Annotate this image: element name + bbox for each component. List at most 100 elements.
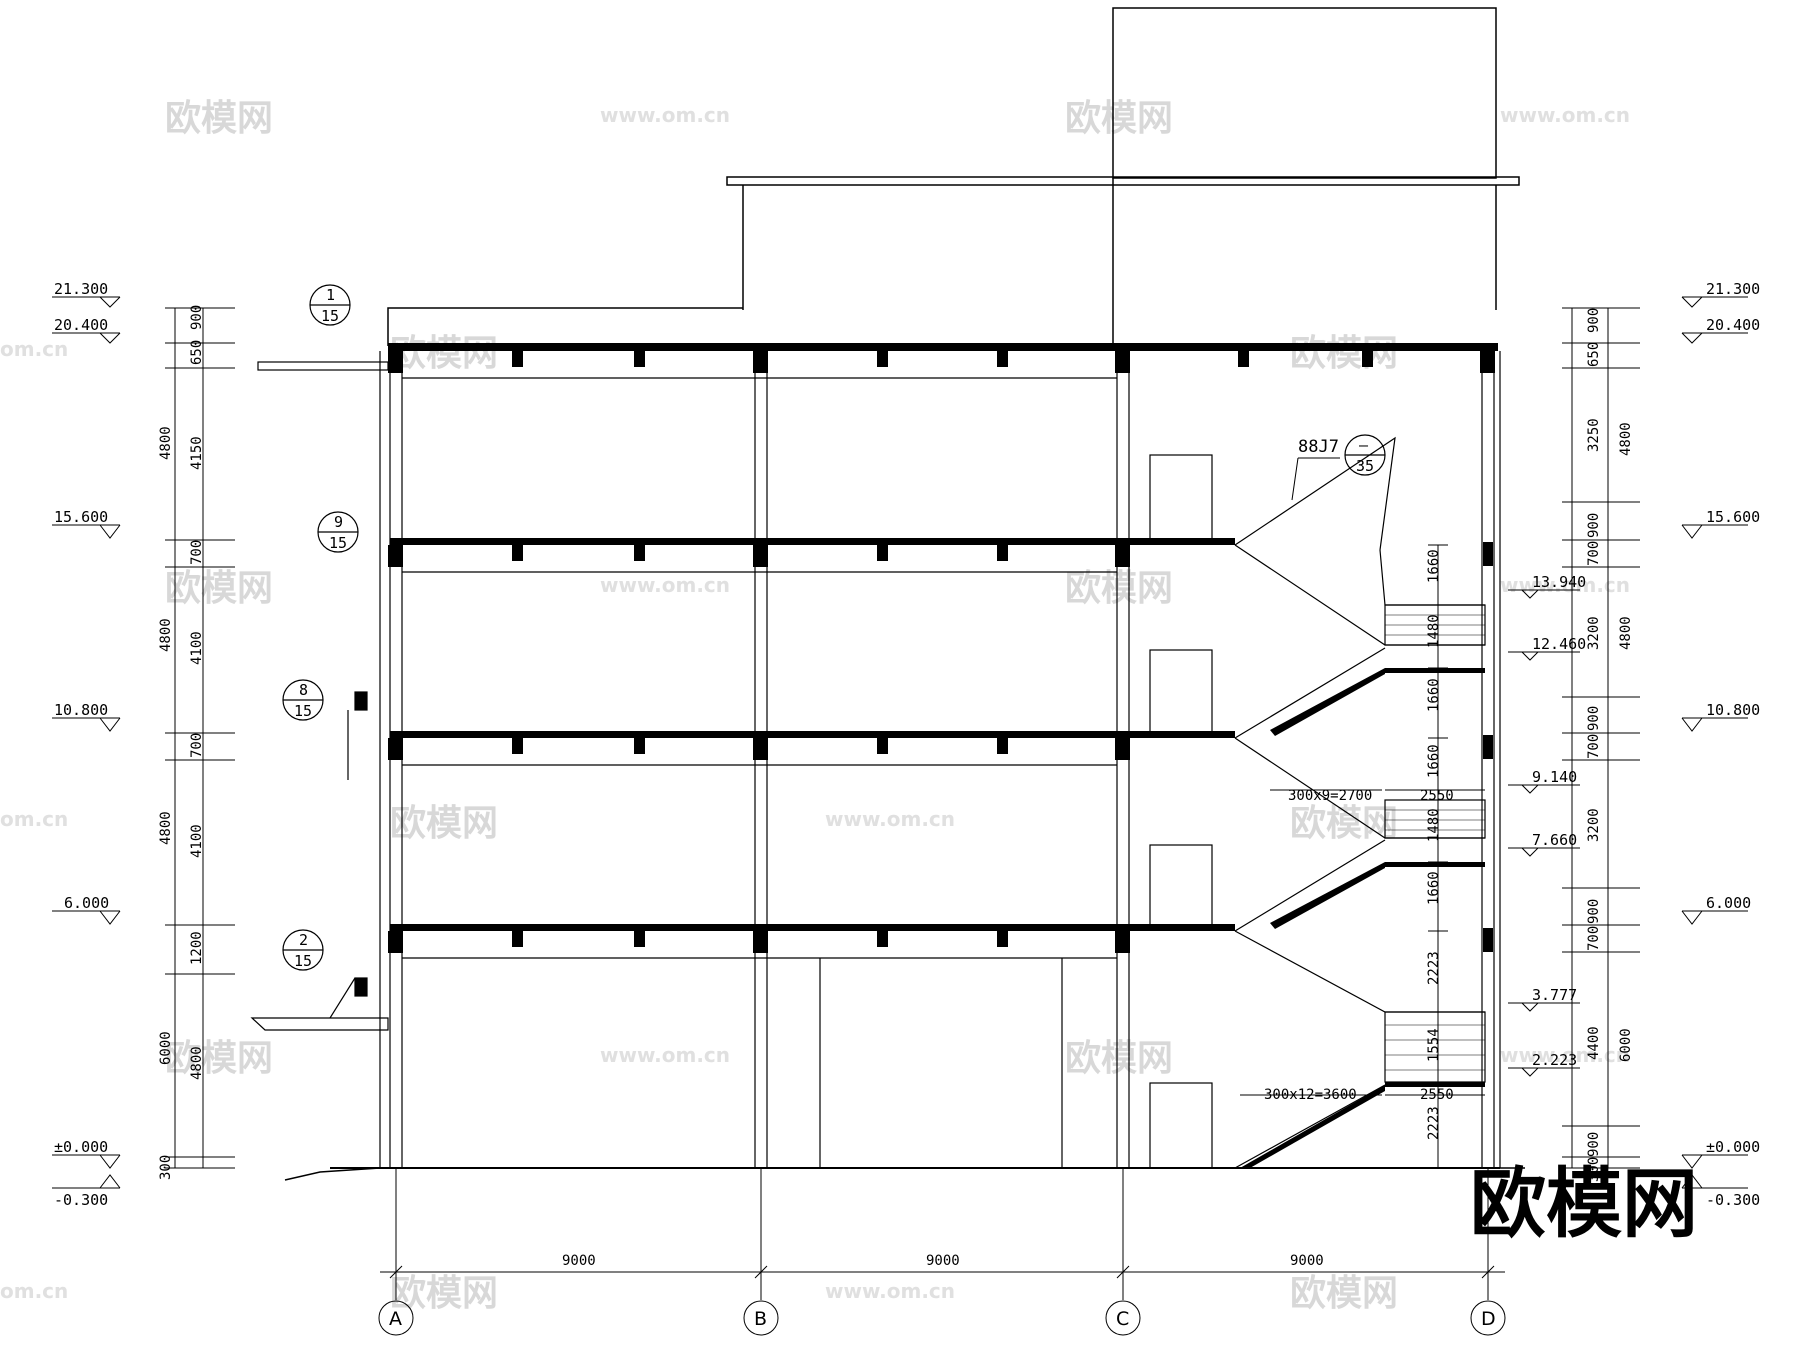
dim-label: 4100 xyxy=(189,824,205,858)
watermark-url: www.om.cn xyxy=(600,1043,730,1067)
dim-label: 1200 xyxy=(189,931,205,965)
beam xyxy=(877,738,888,754)
grid-bubble xyxy=(378,1300,414,1336)
watermark-text: 欧模网 xyxy=(390,803,498,844)
elevation-label: 10.800 xyxy=(54,701,108,719)
stair-slab xyxy=(1240,1085,1385,1168)
stair-slab xyxy=(1270,668,1385,736)
stair-flight xyxy=(1234,647,1386,739)
detail-number: 2 xyxy=(299,931,308,949)
stair-elevation-label: 7.660 xyxy=(1532,831,1577,849)
dim-label: 4800 xyxy=(1618,422,1634,456)
elevation-label: 21.300 xyxy=(1706,280,1760,298)
elevation-label: ±0.000 xyxy=(54,1138,108,1156)
elevation-label: 15.600 xyxy=(1706,508,1760,526)
watermark-text: 欧模网 xyxy=(165,568,273,609)
watermark-url: om.cn xyxy=(0,807,68,831)
bay-dimension-labels: 9000 9000 9000 A B C D xyxy=(389,1253,1496,1330)
grid-axis-label: D xyxy=(1481,1308,1496,1330)
door xyxy=(1149,1082,1213,1169)
beam xyxy=(877,931,888,947)
elevation-label: -0.300 xyxy=(1706,1191,1760,1209)
dim-label: 4100 xyxy=(189,631,205,665)
door xyxy=(1149,454,1213,541)
landing-width-label: 2550 xyxy=(1420,788,1454,804)
elevation-label: 21.300 xyxy=(54,280,108,298)
elev-triangle xyxy=(99,717,121,732)
left-elevation-marks xyxy=(52,296,121,1189)
detail-sheet: 15 xyxy=(294,952,312,970)
dim-label: 4150 xyxy=(189,436,205,470)
watermark-url: www.om.cn xyxy=(825,807,955,831)
landing-slab xyxy=(1385,862,1485,867)
elev-triangle xyxy=(99,910,121,925)
watermark-text: 欧模网 xyxy=(390,1273,498,1314)
elev-triangle xyxy=(99,332,121,344)
dim-label: 900 xyxy=(1586,1132,1602,1157)
dim-label: 6000 xyxy=(158,1031,174,1065)
dim-label: 6000 xyxy=(1618,1028,1634,1062)
stair-landing-hatch xyxy=(1385,614,1485,1071)
elev-triangle xyxy=(1681,910,1703,925)
door xyxy=(1149,649,1213,733)
elev-triangle xyxy=(99,524,121,539)
dim-label: 700 xyxy=(1586,734,1602,759)
stair-flight xyxy=(1234,839,1386,932)
beam xyxy=(634,931,645,947)
beam xyxy=(877,351,888,367)
bay-dimensions xyxy=(378,1168,1506,1336)
watermark-url: www.om.cn xyxy=(825,1279,955,1303)
right-dimension-labels: 900 650 3250 900 700 3200 900 700 3200 9… xyxy=(1586,308,1634,1182)
left-dimensions xyxy=(165,307,235,1169)
floor-slab-2 xyxy=(390,924,1235,931)
column-head xyxy=(1115,738,1130,760)
column-head xyxy=(753,738,768,760)
elevation-label: 20.400 xyxy=(1706,316,1760,334)
dim-label: 650 xyxy=(189,340,205,365)
watermark-text: 欧模网 xyxy=(165,98,273,139)
elev-triangle xyxy=(1681,1154,1703,1169)
dim-label: 1660 xyxy=(1426,744,1442,778)
bay-dim-label: 9000 xyxy=(1290,1253,1324,1269)
grid-axis-label: C xyxy=(1116,1308,1129,1330)
beam xyxy=(1238,351,1249,367)
bay-dim-label: 9000 xyxy=(562,1253,596,1269)
elevation-label: -0.300 xyxy=(54,1191,108,1209)
column-head xyxy=(1115,545,1130,567)
detail-sheet: 15 xyxy=(329,534,347,552)
watermark-text: 欧模网 xyxy=(165,1038,273,1079)
beam xyxy=(512,738,523,754)
dim-label: 4800 xyxy=(158,618,174,652)
column-head xyxy=(1480,351,1495,373)
stair-elevation-label: 12.460 xyxy=(1532,635,1586,653)
landing-slab xyxy=(1385,1082,1485,1087)
door xyxy=(1149,844,1213,926)
watermark-url: om.cn xyxy=(0,1279,68,1303)
column-head xyxy=(1483,928,1493,952)
stair-dimension-labels: 1660 1480 1660 1660 1480 1660 2223 1554 … xyxy=(1264,437,1586,1140)
elev-triangle xyxy=(1508,589,1540,599)
grid-axis-label: A xyxy=(389,1308,402,1330)
detail-sheet: 35 xyxy=(1356,457,1374,475)
dim-label: 650 xyxy=(1586,342,1602,367)
elev-triangle xyxy=(1508,1002,1540,1012)
bay-dim-label: 9000 xyxy=(926,1253,960,1269)
column-head xyxy=(388,738,403,760)
column-head xyxy=(1483,735,1493,759)
beam xyxy=(1362,351,1373,367)
watermark-text: 欧模网 xyxy=(390,333,498,374)
brand-watermark: 欧模网 xyxy=(1470,1159,1698,1248)
canopy-strut xyxy=(329,977,356,1019)
elev-triangle xyxy=(99,1174,121,1189)
column-head xyxy=(388,351,403,373)
canopy-bottom xyxy=(250,1017,389,1031)
canopy-top xyxy=(257,361,389,371)
tick xyxy=(1116,1265,1130,1279)
detail-sheet: 15 xyxy=(294,702,312,720)
watermark-text: 欧模网 xyxy=(1065,568,1173,609)
dim-label: 700 xyxy=(1586,541,1602,566)
dim-label: 700 xyxy=(1586,926,1602,951)
watermark-text: 欧模网 xyxy=(1065,1038,1173,1079)
canopies xyxy=(250,361,389,1031)
